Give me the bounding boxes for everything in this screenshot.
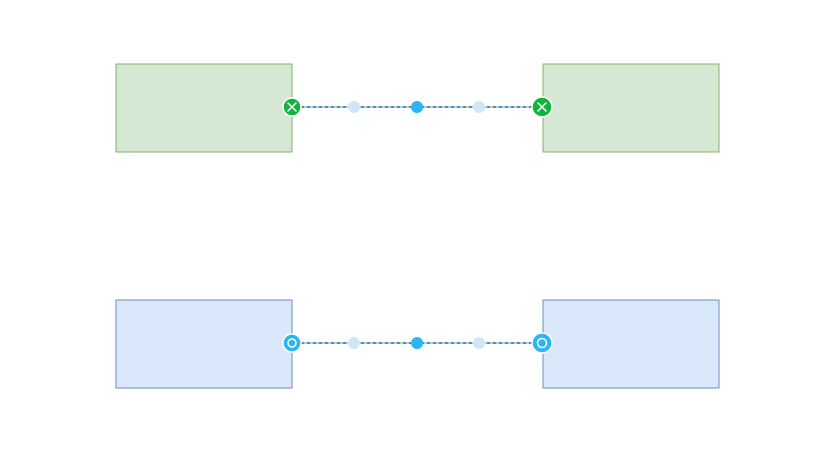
- target-shape-bottom[interactable]: [542, 299, 720, 389]
- target-shape-top[interactable]: [542, 63, 720, 153]
- midpoint-handle[interactable]: [411, 101, 423, 113]
- row-bottom: [115, 299, 720, 389]
- virtual-bend-handle-right[interactable]: [473, 101, 485, 113]
- row-top: [115, 63, 720, 153]
- source-endpoint-handle[interactable]: [282, 97, 302, 117]
- virtual-bend-handle-left[interactable]: [348, 101, 360, 113]
- virtual-bend-handle-right[interactable]: [473, 337, 485, 349]
- source-shape-bottom[interactable]: [115, 299, 293, 389]
- midpoint-handle[interactable]: [411, 337, 423, 349]
- circle-icon: [536, 337, 548, 349]
- source-shape-top[interactable]: [115, 63, 293, 153]
- x-icon: [537, 102, 547, 112]
- target-endpoint-handle[interactable]: [531, 332, 553, 354]
- target-endpoint-handle[interactable]: [531, 96, 553, 118]
- source-endpoint-handle[interactable]: [282, 333, 302, 353]
- x-icon: [287, 102, 297, 112]
- virtual-bend-handle-left[interactable]: [348, 337, 360, 349]
- circle-icon: [287, 338, 297, 348]
